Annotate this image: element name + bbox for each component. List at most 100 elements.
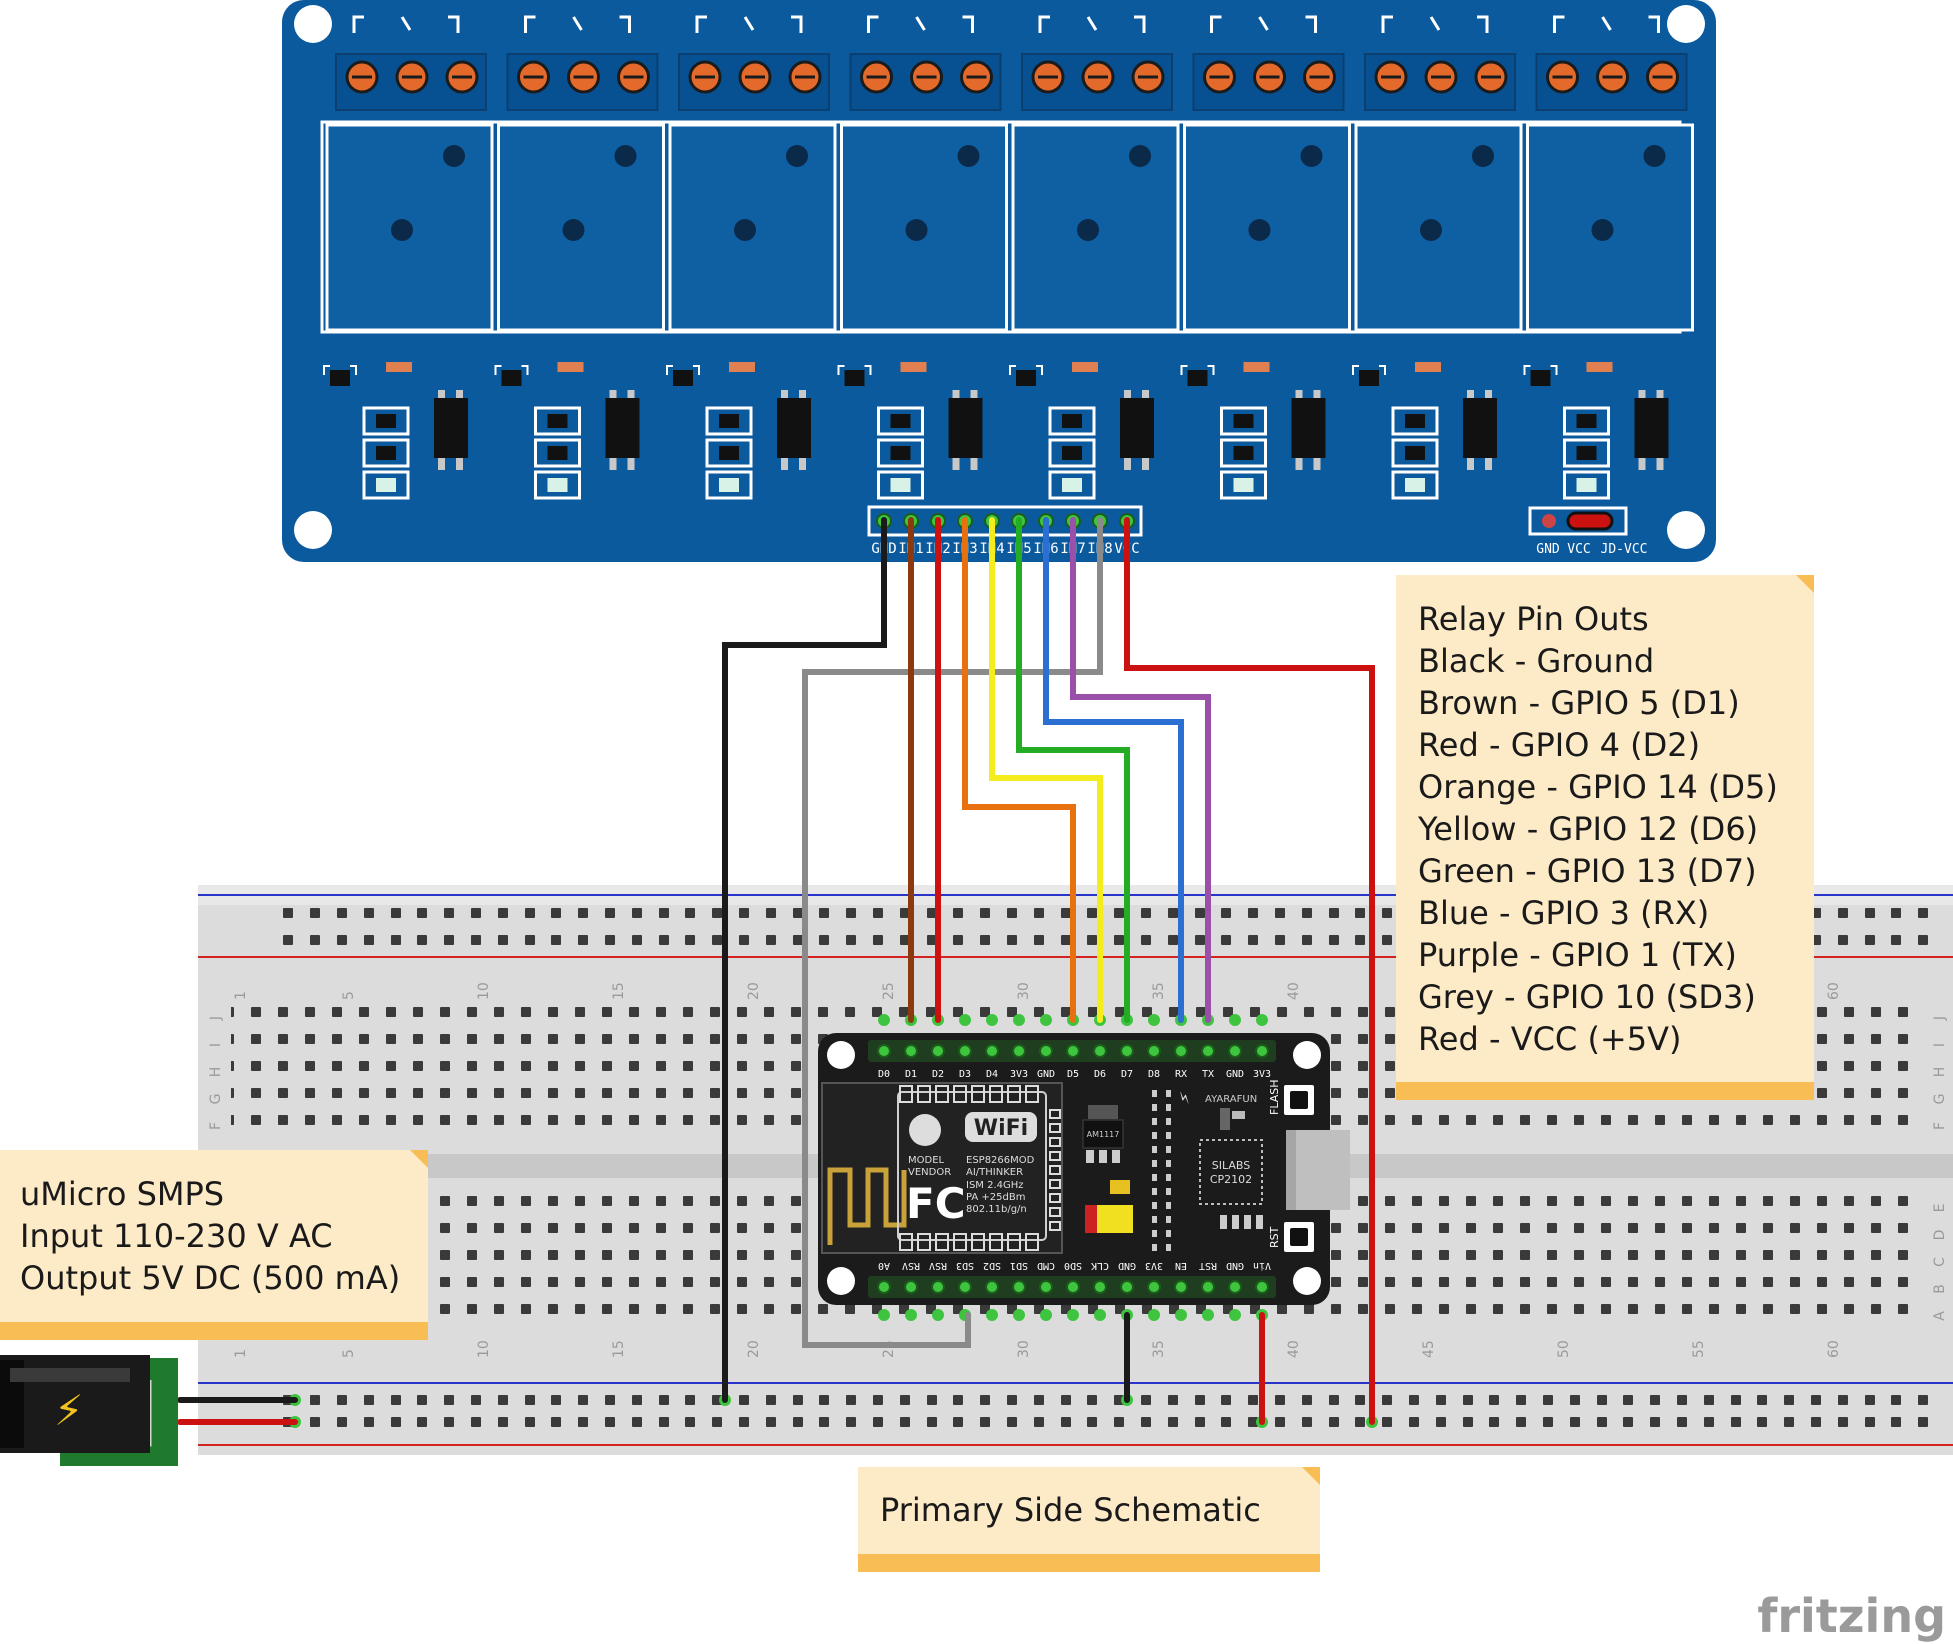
rail-hole[interactable] (1677, 1395, 1687, 1405)
rail-hole[interactable] (927, 1395, 937, 1405)
mcu-pin[interactable] (1066, 1280, 1080, 1294)
rail-hole[interactable] (766, 1395, 776, 1405)
mcu-pin[interactable] (1228, 1280, 1242, 1294)
rail-hole[interactable] (1221, 1395, 1231, 1405)
rail-hole[interactable] (444, 1417, 454, 1427)
wire-grey-sd3[interactable] (802, 517, 1103, 1348)
rail-hole[interactable] (364, 935, 374, 945)
mcu-pin[interactable] (1255, 1044, 1269, 1058)
breadboard-contact[interactable] (1148, 1309, 1160, 1321)
wire-ground[interactable] (722, 517, 887, 1403)
rail-hole[interactable] (766, 1417, 776, 1427)
mcu-pin[interactable] (1012, 1280, 1026, 1294)
rail-hole[interactable] (1087, 1395, 1097, 1405)
rail-hole[interactable] (605, 935, 615, 945)
rail-hole[interactable] (1489, 1395, 1499, 1405)
rail-hole[interactable] (793, 935, 803, 945)
rail-hole[interactable] (498, 1417, 508, 1427)
rail-hole[interactable] (1329, 1417, 1339, 1427)
rail-hole[interactable] (391, 908, 401, 918)
rail-hole[interactable] (551, 1417, 561, 1427)
rail-hole[interactable] (471, 908, 481, 918)
mcu-pin[interactable] (1012, 1044, 1026, 1058)
rail-hole[interactable] (578, 908, 588, 918)
rail-hole[interactable] (364, 1395, 374, 1405)
rail-hole[interactable] (1865, 908, 1875, 918)
rail-hole[interactable] (1141, 908, 1151, 918)
rail-hole[interactable] (1087, 1417, 1097, 1427)
rail-hole[interactable] (1382, 908, 1392, 918)
rail-hole[interactable] (551, 1395, 561, 1405)
rail-hole[interactable] (1918, 908, 1928, 918)
rail-hole[interactable] (927, 1417, 937, 1427)
rail-hole[interactable] (578, 935, 588, 945)
rail-hole[interactable] (927, 935, 937, 945)
rail-hole[interactable] (793, 1417, 803, 1427)
rail-hole[interactable] (337, 908, 347, 918)
rail-hole[interactable] (739, 935, 749, 945)
breadboard-contact[interactable] (1148, 1014, 1160, 1026)
mcu-pin[interactable] (904, 1280, 918, 1294)
rail-hole[interactable] (1114, 1395, 1124, 1405)
rail-hole[interactable] (739, 1395, 749, 1405)
rail-hole[interactable] (364, 908, 374, 918)
rail-hole[interactable] (1543, 1417, 1553, 1427)
mcu-pin[interactable] (877, 1280, 891, 1294)
rail-hole[interactable] (1382, 1417, 1392, 1427)
rail-hole[interactable] (551, 908, 561, 918)
rail-hole[interactable] (1221, 935, 1231, 945)
rail-hole[interactable] (337, 935, 347, 945)
rail-hole[interactable] (1623, 1417, 1633, 1427)
rail-hole[interactable] (712, 935, 722, 945)
rail-hole[interactable] (1221, 908, 1231, 918)
rail-hole[interactable] (953, 1417, 963, 1427)
rail-hole[interactable] (605, 1417, 615, 1427)
rail-hole[interactable] (283, 908, 293, 918)
rail-hole[interactable] (1302, 1417, 1312, 1427)
breadboard-contact[interactable] (1040, 1014, 1052, 1026)
mcu-pin[interactable] (1039, 1280, 1053, 1294)
rail-hole[interactable] (685, 1417, 695, 1427)
rail-hole[interactable] (1355, 1417, 1365, 1427)
rail-hole[interactable] (1891, 1417, 1901, 1427)
mcu-pin[interactable] (1174, 1044, 1188, 1058)
rail-hole[interactable] (444, 908, 454, 918)
rail-hole[interactable] (1248, 1417, 1258, 1427)
rail-hole[interactable] (310, 1417, 320, 1427)
rail-hole[interactable] (1275, 1395, 1285, 1405)
rail-hole[interactable] (900, 935, 910, 945)
wire-green-d7[interactable] (1016, 517, 1130, 1023)
rail-hole[interactable] (793, 1395, 803, 1405)
rail-hole[interactable] (1597, 1395, 1607, 1405)
rail-hole[interactable] (1141, 1395, 1151, 1405)
mcu-pin[interactable] (985, 1044, 999, 1058)
rail-hole[interactable] (793, 908, 803, 918)
rail-hole[interactable] (1757, 1395, 1767, 1405)
mcu-pin[interactable] (1039, 1044, 1053, 1058)
jumper-cap[interactable] (1566, 511, 1614, 531)
rail-hole[interactable] (819, 1395, 829, 1405)
rail-hole[interactable] (1650, 1417, 1660, 1427)
breadboard-contact[interactable] (905, 1309, 917, 1321)
rail-hole[interactable] (873, 935, 883, 945)
rail-hole[interactable] (525, 1417, 535, 1427)
rail-hole[interactable] (498, 1395, 508, 1405)
rail-hole[interactable] (1811, 1395, 1821, 1405)
rail-hole[interactable] (1195, 1417, 1205, 1427)
rail-hole[interactable] (1865, 1417, 1875, 1427)
mcu-pin[interactable] (1093, 1044, 1107, 1058)
rail-hole[interactable] (900, 1417, 910, 1427)
rail-hole[interactable] (1355, 1395, 1365, 1405)
rail-hole[interactable] (525, 908, 535, 918)
rail-hole[interactable] (846, 908, 856, 918)
rail-hole[interactable] (632, 1417, 642, 1427)
rail-hole[interactable] (1838, 935, 1848, 945)
breadboard-contact[interactable] (959, 1014, 971, 1026)
rail-hole[interactable] (1114, 1417, 1124, 1427)
breadboard-contact[interactable] (878, 1309, 890, 1321)
rail-hole[interactable] (578, 1417, 588, 1427)
rail-hole[interactable] (1597, 1417, 1607, 1427)
rail-hole[interactable] (819, 908, 829, 918)
rail-hole[interactable] (712, 1395, 722, 1405)
rail-hole[interactable] (337, 1417, 347, 1427)
